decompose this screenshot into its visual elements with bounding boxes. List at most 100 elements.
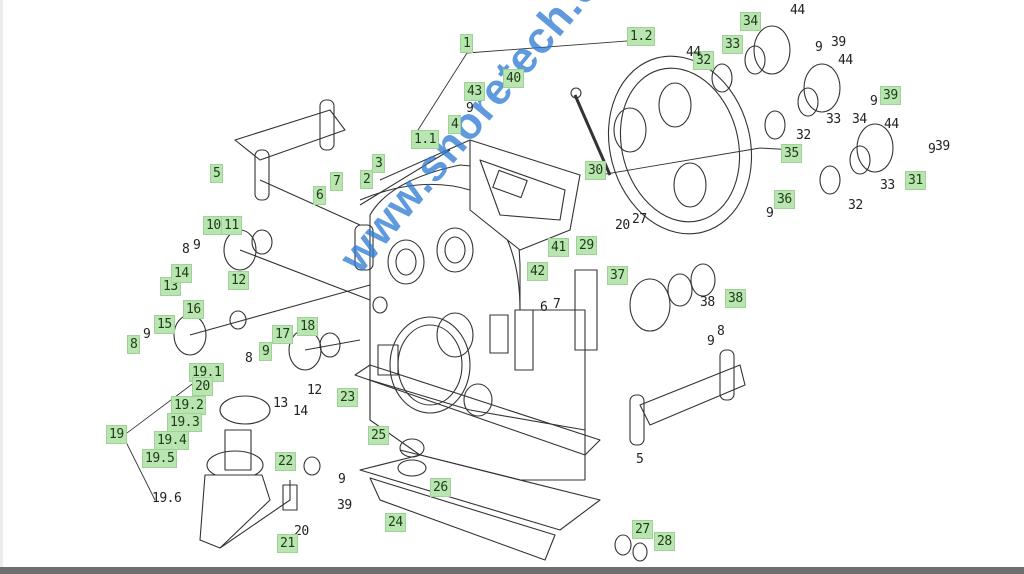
callout-19-5: 19.5 (142, 449, 178, 468)
callout-32: 32 (848, 198, 863, 213)
callout-34: 34 (740, 12, 761, 31)
callout-40: 40 (503, 69, 524, 88)
callout-3: 3 (372, 154, 386, 173)
callout-19-6: 19.6 (152, 491, 182, 506)
callout-33: 33 (826, 112, 841, 127)
callout-5: 5 (636, 452, 644, 467)
callout-9: 9 (707, 334, 715, 349)
callout-9: 9 (259, 342, 273, 361)
callout-35: 35 (781, 144, 802, 163)
mount-lug-left (354, 224, 374, 271)
callout-33: 33 (880, 178, 895, 193)
callout-39: 39 (337, 498, 352, 513)
callout-4: 4 (448, 115, 462, 134)
callout-18: 18 (297, 317, 318, 336)
right-bracket (574, 263, 746, 562)
callout-13: 13 (273, 396, 288, 411)
callout-19: 19 (106, 425, 127, 444)
callout-12: 12 (307, 383, 322, 398)
callout-11: 11 (221, 216, 242, 235)
callout-30: 30 (585, 161, 606, 180)
callout-39: 39 (880, 86, 901, 105)
callout-21: 21 (277, 534, 298, 553)
left-edge (0, 0, 3, 567)
housing-port-2 (436, 227, 474, 273)
callout-28: 28 (654, 532, 675, 551)
callout-5: 5 (210, 164, 224, 183)
callout-19-4: 19.4 (154, 431, 190, 450)
flange-bore-2 (658, 82, 692, 128)
callout-39: 39 (935, 139, 950, 154)
callout-9: 9 (870, 94, 878, 109)
callout-27: 27 (632, 212, 647, 227)
callout-44: 44 (790, 3, 805, 18)
callout-25: 25 (368, 426, 389, 445)
callout-42: 42 (527, 262, 548, 281)
callout-9: 9 (193, 238, 201, 253)
flange-bore-3 (673, 162, 707, 208)
callout-24: 24 (385, 513, 406, 532)
callout-8: 8 (127, 335, 141, 354)
callout-16: 16 (183, 300, 204, 319)
callout-14: 14 (171, 264, 192, 283)
callout-29: 29 (576, 236, 597, 255)
callout-8: 8 (717, 324, 725, 339)
callout-9: 9 (815, 40, 823, 55)
callout-7: 7 (553, 297, 561, 312)
callout-15: 15 (154, 315, 175, 334)
callout-1-2: 1.2 (627, 27, 655, 46)
callout-9: 9 (766, 206, 774, 221)
callout-38: 38 (725, 289, 746, 308)
callout-26: 26 (430, 478, 451, 497)
housing-main-opening (389, 316, 471, 414)
callout-1-1: 1.1 (411, 130, 439, 149)
callout-32: 32 (796, 128, 811, 143)
bearing-assemblies (711, 25, 894, 195)
callout-9: 9 (928, 142, 936, 157)
housing-port-1 (387, 239, 425, 285)
filter-assembly (199, 395, 321, 549)
top-cover (359, 139, 581, 251)
callout-22: 22 (275, 452, 296, 471)
mount-lug-right (574, 269, 598, 351)
callout-39: 39 (831, 35, 846, 50)
callout-9: 9 (143, 327, 151, 342)
callout-7: 7 (330, 172, 344, 191)
callout-2: 2 (360, 170, 374, 189)
callout-43: 43 (464, 82, 485, 101)
callout-44: 44 (838, 53, 853, 68)
callout-27: 27 (632, 520, 653, 539)
callout-9: 9 (338, 472, 346, 487)
callout-20: 20 (294, 524, 309, 539)
callout-33: 33 (722, 35, 743, 54)
callout-17: 17 (272, 325, 293, 344)
callout-20: 20 (615, 218, 630, 233)
callout-44: 44 (686, 45, 701, 60)
callout-31: 31 (905, 171, 926, 190)
callout-38: 38 (700, 295, 715, 310)
cover-37 (629, 278, 671, 332)
housing-port-3 (436, 312, 474, 358)
callout-6: 6 (540, 300, 548, 315)
callout-37: 37 (607, 266, 628, 285)
oil-pan (354, 364, 601, 561)
flange-bore-1 (613, 107, 647, 153)
callout-32: 32 (693, 51, 714, 70)
callout-41: 41 (548, 238, 569, 257)
callout-36: 36 (774, 190, 795, 209)
callout-9: 9 (466, 101, 474, 116)
bottom-bar (0, 567, 1024, 574)
callout-12: 12 (228, 271, 249, 290)
callout-34: 34 (852, 112, 867, 127)
callout-6: 6 (313, 186, 327, 205)
callout-8: 8 (182, 242, 190, 257)
callout-14: 14 (293, 404, 308, 419)
end-flange (607, 55, 753, 235)
callout-20: 20 (192, 377, 213, 396)
callout-1: 1 (460, 34, 474, 53)
callout-8: 8 (245, 351, 253, 366)
callout-19-3: 19.3 (167, 413, 203, 432)
callout-44: 44 (884, 117, 899, 132)
